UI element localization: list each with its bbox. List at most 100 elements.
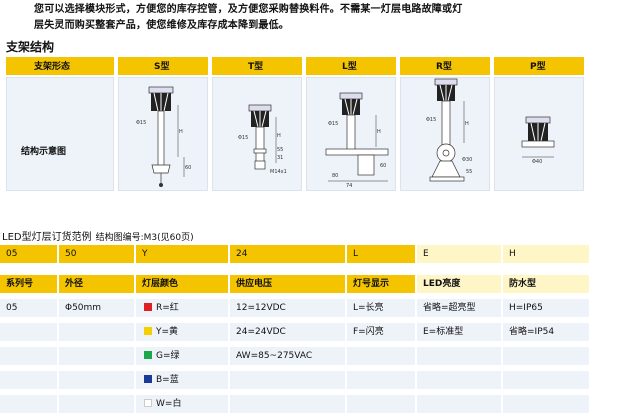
cell-voltage (230, 371, 345, 389)
t-dim-diameter: Φ15 (238, 135, 248, 141)
r-dim-diameter: Φ15 (426, 117, 436, 123)
s-dim-height: H (179, 129, 183, 135)
cell-diameter (59, 323, 134, 341)
order-ref: 结构图编号:M3(见60页) (95, 233, 194, 243)
bracket-type-label: R型 (436, 62, 452, 72)
l-dim-60: 60 (380, 163, 386, 169)
t-dim-thread: M14x1 (270, 169, 287, 175)
green-swatch (144, 351, 152, 359)
example-waterproof: H (503, 245, 589, 263)
cell-waterproof: 省略=IP54 (503, 323, 589, 341)
r-dim-height: H (465, 121, 469, 127)
header-color: 灯层颜色 (136, 275, 228, 293)
cell-series (0, 395, 57, 413)
cell-series (0, 347, 57, 365)
bracket-header-cell: 支架形态 (6, 57, 114, 75)
bracket-type-p: P型 (494, 57, 584, 75)
cell-brightness (417, 347, 501, 365)
bracket-type-t: T型 (212, 57, 302, 75)
l-type-diagram: Φ15 H 60 74 80 (325, 92, 389, 189)
table-row: W=白 (0, 395, 626, 413)
cell-diameter: Φ50mm (59, 299, 134, 317)
color-label: B=蓝 (156, 375, 179, 385)
header-brightness: LED亮度 (417, 275, 501, 293)
cell-color: R=红 (136, 299, 228, 317)
cell-display (347, 395, 415, 413)
t-type-diagram: Φ15 H 55 31 M14x1 (238, 104, 287, 175)
red-swatch (144, 303, 152, 311)
l-dim-74: 74 (346, 183, 352, 189)
example-voltage: 24 (230, 245, 345, 263)
intro-text: 您可以选择模块形式，方便您的库存控管，及方便您采购替换料件。不需某一灯层电路故障… (34, 2, 619, 34)
cell-brightness (417, 371, 501, 389)
r-dim-30: Φ30 (462, 157, 472, 163)
cell-color: B=蓝 (136, 371, 228, 389)
yellow-swatch (144, 327, 152, 335)
table-row: 05 Φ50mm R=红 12=12VDC L=长亮 省略=超亮型 H=IP65 (0, 299, 626, 317)
t-dim-55: 55 (277, 147, 283, 153)
cell-waterproof (503, 395, 589, 413)
bracket-type-s: S型 (118, 57, 208, 75)
bracket-type-label: T型 (248, 62, 264, 72)
s-dim-diameter: Φ15 (136, 120, 146, 126)
cell-diameter (59, 371, 134, 389)
header-voltage: 供应电压 (230, 275, 345, 293)
bracket-header-label: 支架形态 (34, 62, 71, 72)
cell-display: L=长亮 (347, 299, 415, 317)
bracket-type-l: L型 (306, 57, 396, 75)
cell-brightness (417, 395, 501, 413)
order-title: LED型灯层订货范例 (2, 232, 92, 243)
bracket-row-label-cell: 结构示意图 (6, 77, 114, 191)
table-row: G=绿 AW=85~275VAC (0, 347, 626, 365)
l-dim-height: H (377, 129, 381, 135)
cell-voltage (230, 395, 345, 413)
header-diameter: 外径 (59, 275, 134, 293)
cell-diameter (59, 347, 134, 365)
cell-waterproof: H=IP65 (503, 299, 589, 317)
color-label: W=白 (156, 399, 182, 409)
s-dim-base: 60 (185, 165, 191, 171)
intro-line-1: 您可以选择模块形式，方便您的库存控管，及方便您采购替换料件。不需某一灯层电路故障… (34, 4, 463, 15)
cell-waterproof (503, 347, 589, 365)
header-display: 灯号显示 (347, 275, 415, 293)
color-label: R=红 (156, 303, 179, 313)
order-header-row: 系列号 外径 灯层颜色 供应电压 灯号显示 LED亮度 防水型 (0, 275, 626, 293)
section-title-bracket: 支架结构 (6, 40, 55, 54)
cell-color: W=白 (136, 395, 228, 413)
header-series: 系列号 (0, 275, 57, 293)
order-example-title: LED型灯层订货范例结构图编号:M3(见60页) (2, 228, 194, 243)
bracket-type-label: P型 (530, 62, 546, 72)
example-series: 05 (0, 245, 57, 263)
cell-voltage: AW=85~275VAC (230, 347, 345, 365)
intro-line-2: 层失灵而购买整套产品，使您维修及库存成本降到最低。 (34, 20, 289, 31)
cell-series (0, 323, 57, 341)
example-brightness: E (417, 245, 501, 263)
cell-display: F=闪亮 (347, 323, 415, 341)
s-type-diagram: Φ15 H 60 (136, 86, 191, 187)
r-type-diagram: Φ15 H Φ30 55 (426, 78, 472, 182)
cell-diameter (59, 395, 134, 413)
cell-brightness: 省略=超亮型 (417, 299, 501, 317)
cell-color: G=绿 (136, 347, 228, 365)
table-row: B=蓝 (0, 371, 626, 389)
order-example-row: 05 50 Y 24 L E H (0, 245, 626, 263)
cell-display (347, 371, 415, 389)
l-dim-80: 80 (332, 173, 338, 179)
header-waterproof: 防水型 (503, 275, 589, 293)
bracket-row-label: 结构示意图 (21, 147, 67, 157)
cell-voltage: 12=12VDC (230, 299, 345, 317)
p-type-diagram: Φ40 (521, 116, 555, 165)
bracket-type-label: L型 (342, 62, 357, 72)
p-dim-diameter: Φ40 (532, 159, 542, 165)
white-swatch (144, 399, 152, 407)
table-row: Y=黄 24=24VDC F=闪亮 E=标准型 省略=IP54 (0, 323, 626, 341)
example-diameter: 50 (59, 245, 134, 263)
color-label: G=绿 (156, 351, 180, 361)
t-dim-31: 31 (277, 155, 283, 161)
cell-color: Y=黄 (136, 323, 228, 341)
cell-display (347, 347, 415, 365)
t-dim-height: H (277, 133, 281, 139)
color-label: Y=黄 (156, 327, 179, 337)
bracket-table: 支架形态 S型 T型 L型 R型 P型 结构示意图 Φ15 H 60 (6, 57, 618, 193)
example-color: Y (136, 245, 228, 263)
